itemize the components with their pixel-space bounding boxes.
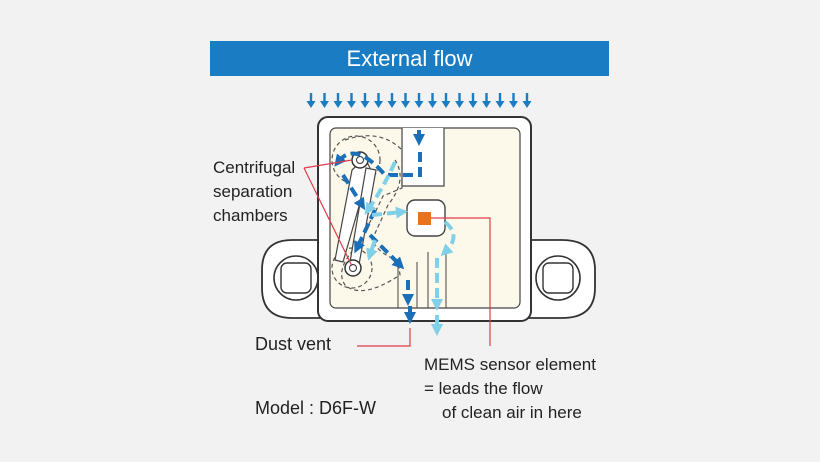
dust-vent-label: Dust vent [255,334,332,354]
arrow-down-icon [482,101,491,108]
mems-label-line-1: MEMS sensor element [424,355,596,374]
arrow-down-icon [509,101,518,108]
arrow-down-icon [333,101,343,108]
centrifugal-label-line-3: chambers [213,206,288,225]
arrow-down-icon [428,101,437,108]
mems-label-line-2: = leads the flow [424,379,543,398]
arrow-down-icon [360,101,370,108]
banner-title: External flow [346,45,473,71]
centrifugal-label-line-1: Centrifugal [213,158,296,177]
centrifugal-label: Centrifugal separation chambers [213,156,295,228]
mems-label-line-3: of clean air in here [442,403,582,422]
external-flow-banner: External flow [210,41,609,76]
arrow-down-icon [441,101,451,108]
arrow-down-icon [387,101,397,108]
mounting-lug-left [261,239,331,319]
model-label: Model : D6F-W [255,398,377,418]
arrow-down-icon [306,101,316,108]
leader-lines [303,159,491,347]
arrow-down-icon [522,101,532,108]
arrow-down-icon [401,101,410,108]
arrow-down-icon [374,101,383,108]
arrow-down-icon [320,101,329,108]
mems-label: MEMS sensor element = leads the flow of … [424,353,596,425]
centrifuge-cores [344,151,369,277]
arrow-down-icon [414,101,424,108]
mems-sensor-icon [418,212,431,225]
arrow-down-icon [495,101,505,108]
arrow-down-icon [468,101,478,108]
arrow-down-icon [347,101,356,108]
mounting-lug-right [523,239,596,319]
arrow-down-icon [455,101,464,108]
clean-airflow [364,161,456,336]
centrifugal-label-line-2: separation [213,182,293,201]
external-flow-arrows [306,93,532,108]
